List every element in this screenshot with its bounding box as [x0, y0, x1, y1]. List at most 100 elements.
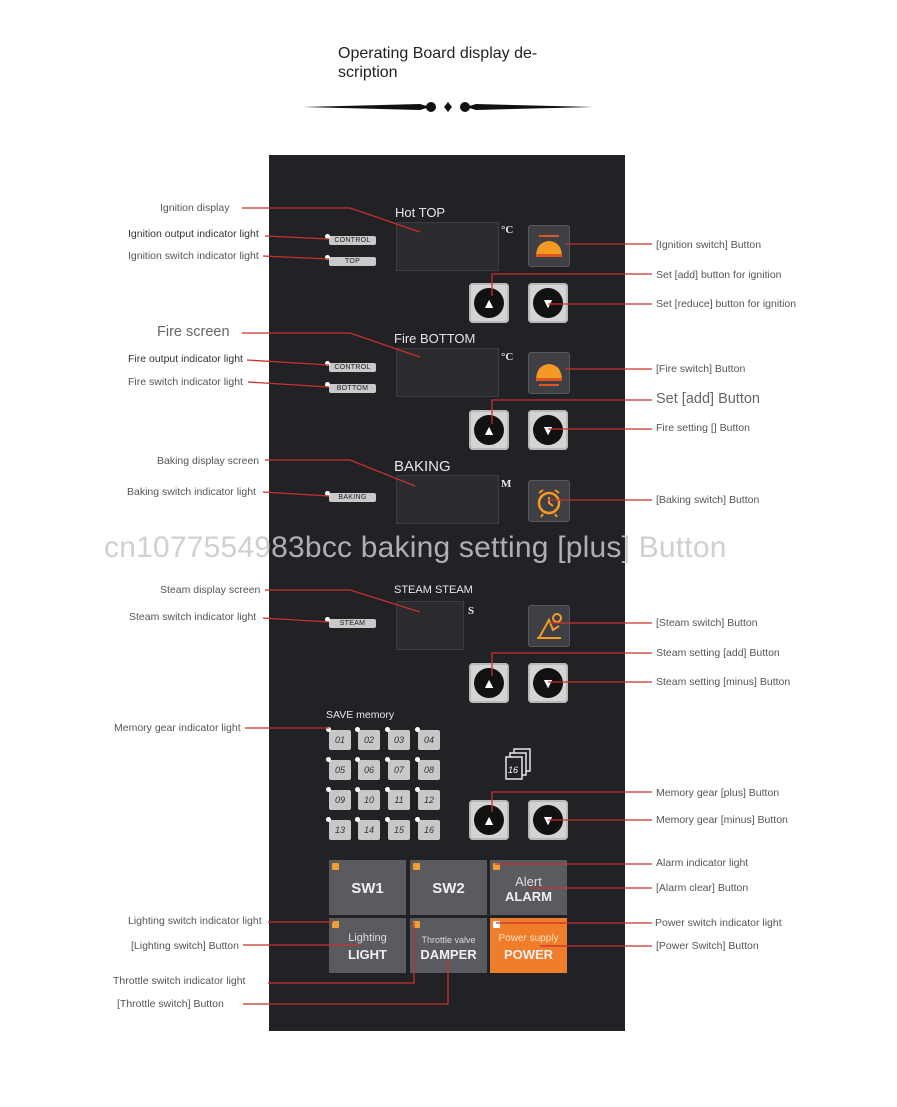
- label-fire-setting: Fire setting [] Button: [656, 422, 750, 434]
- label-throttle-switch-light: Throttle switch indicator light: [113, 975, 246, 987]
- baking-display: [396, 475, 499, 524]
- memory-slot: 03: [385, 727, 410, 750]
- sw1-label: SW1: [351, 880, 384, 897]
- label-ignition-display: Ignition display: [160, 202, 230, 214]
- watermark-text: cn1077554983bcc baking setting [plus] Bu…: [104, 531, 727, 564]
- ignition-switch-light: TOP: [325, 255, 376, 266]
- label-set-reduce-ignition: Set [reduce] button for ignition: [656, 298, 797, 310]
- label-alarm-light: Alarm indicator light: [656, 857, 749, 869]
- memory-slot: 06: [355, 757, 380, 780]
- label-baking-switch-light: Baking switch indicator light: [127, 486, 256, 498]
- memory-count: 16: [508, 765, 519, 775]
- page-title: Operating Board display de- scription: [338, 45, 538, 81]
- label-power-switch-button: [Power Switch] Button: [656, 940, 759, 952]
- label-ignition-output: Ignition output indicator light: [128, 228, 259, 240]
- label-ignition-switch-button: [Ignition switch] Button: [656, 239, 762, 251]
- baking-switch-button[interactable]: [528, 480, 570, 522]
- ignition-reduce-button[interactable]: ▼: [528, 283, 568, 323]
- lighting-indicator-light: [332, 921, 339, 928]
- throttle-label: Throttle valve: [421, 935, 476, 945]
- steam-add-button[interactable]: ▲: [469, 663, 509, 703]
- label-alarm-clear: [Alarm clear] Button: [656, 882, 749, 894]
- memory-slot: 05: [326, 757, 351, 780]
- fire-bottom-label: Fire BOTTOM: [394, 331, 476, 346]
- memory-slot: 15: [385, 817, 410, 840]
- label-baking-switch-button: [Baking switch] Button: [656, 494, 760, 506]
- label-fire-switch-button: [Fire switch] Button: [656, 363, 746, 375]
- sw1-indicator-light: [332, 863, 339, 870]
- fire-switch-button[interactable]: [528, 352, 570, 394]
- alarm-clock-icon: [537, 489, 561, 518]
- label-fire-screen: Fire screen: [157, 324, 230, 340]
- down-arrow-icon: ▼: [541, 812, 555, 828]
- fire-add-button[interactable]: ▲: [469, 410, 509, 450]
- sw2-indicator-light: [413, 863, 420, 870]
- unit-celsius: °C: [501, 351, 514, 363]
- up-arrow-icon: ▲: [482, 675, 496, 691]
- sw1-button[interactable]: SW1: [329, 860, 406, 915]
- memory-slot: 11: [385, 787, 410, 810]
- memory-slot: 13: [326, 817, 351, 840]
- alarm-clear-button[interactable]: Alert ALARM: [490, 860, 567, 915]
- memory-stack-icon: 16: [505, 748, 533, 782]
- save-memory-label: SAVE memory: [326, 709, 395, 721]
- steam-switch-button[interactable]: [528, 605, 570, 647]
- down-arrow-icon: ▼: [541, 295, 555, 311]
- baking-switch-light: BAKING: [325, 491, 376, 502]
- up-arrow-icon: ▲: [482, 422, 496, 438]
- fire-display: [396, 348, 499, 397]
- label-power-switch-light: Power switch indicator light: [655, 917, 782, 929]
- fire-reduce-button[interactable]: ▼: [528, 410, 568, 450]
- sw2-label: SW2: [432, 880, 465, 897]
- label-ignition-switch-light: Ignition switch indicator light: [128, 250, 259, 262]
- ignition-add-button[interactable]: ▲: [469, 283, 509, 323]
- memory-slot: 14: [355, 817, 380, 840]
- label-throttle-switch-button: [Throttle switch] Button: [117, 998, 224, 1010]
- hot-top-label: Hot TOP: [395, 205, 446, 220]
- label-memory-plus: Memory gear [plus] Button: [656, 787, 780, 799]
- throttle-indicator-light: [413, 921, 420, 928]
- memory-slot: 16: [415, 817, 440, 840]
- flame-bottom-icon: [536, 364, 562, 386]
- down-arrow-icon: ▼: [541, 422, 555, 438]
- power-label: POWER: [503, 947, 554, 962]
- memory-plus-button[interactable]: ▲: [469, 800, 509, 840]
- steam-icon: [537, 613, 562, 639]
- light-label: LIGHT: [348, 947, 387, 962]
- alarm-indicator-light: [493, 863, 500, 870]
- fire-output-light: CONTROL: [325, 361, 376, 372]
- alarm-label: ALARM: [505, 889, 552, 904]
- label-memory-gear-light: Memory gear indicator light: [114, 722, 241, 734]
- memory-slot: 10: [355, 787, 380, 810]
- label-steam-display: Steam display screen: [160, 584, 261, 596]
- sw2-button[interactable]: SW2: [410, 860, 487, 915]
- steam-minus-button[interactable]: ▼: [528, 663, 568, 703]
- label-steam-switch-button: [Steam switch] Button: [656, 617, 758, 629]
- up-arrow-icon: ▲: [482, 812, 496, 828]
- label-lighting-switch-button: [Lighting switch] Button: [131, 940, 239, 952]
- memory-slot: 09: [326, 787, 351, 810]
- unit-celsius: °C: [501, 224, 514, 236]
- memory-slot: 12: [415, 787, 440, 810]
- label-fire-switch-light: Fire switch indicator light: [128, 376, 243, 388]
- fire-switch-light: BOTTOM: [325, 382, 376, 393]
- alert-label: Alert: [515, 874, 542, 889]
- label-fire-output: Fire output indicator light: [128, 353, 243, 365]
- label-baking-display: Baking display screen: [157, 455, 260, 467]
- steam-display: [396, 601, 464, 650]
- memory-slot: 01: [326, 727, 351, 750]
- label-set-add: Set [add] Button: [656, 391, 760, 407]
- ignition-switch-button[interactable]: [528, 225, 570, 267]
- flame-top-icon: [536, 235, 562, 257]
- lighting-label: Lighting: [348, 932, 387, 944]
- label-memory-minus: Memory gear [minus] Button: [656, 814, 788, 826]
- label-steam-switch-light: Steam switch indicator light: [129, 611, 257, 623]
- ignition-output-light: CONTROL: [325, 234, 376, 245]
- label-steam-minus: Steam setting [minus] Button: [656, 676, 791, 688]
- baking-label: BAKING: [394, 458, 451, 475]
- memory-slot: 04: [415, 727, 440, 750]
- power-indicator-light: [493, 921, 500, 928]
- label-set-add-ignition: Set [add] button for ignition: [656, 269, 782, 281]
